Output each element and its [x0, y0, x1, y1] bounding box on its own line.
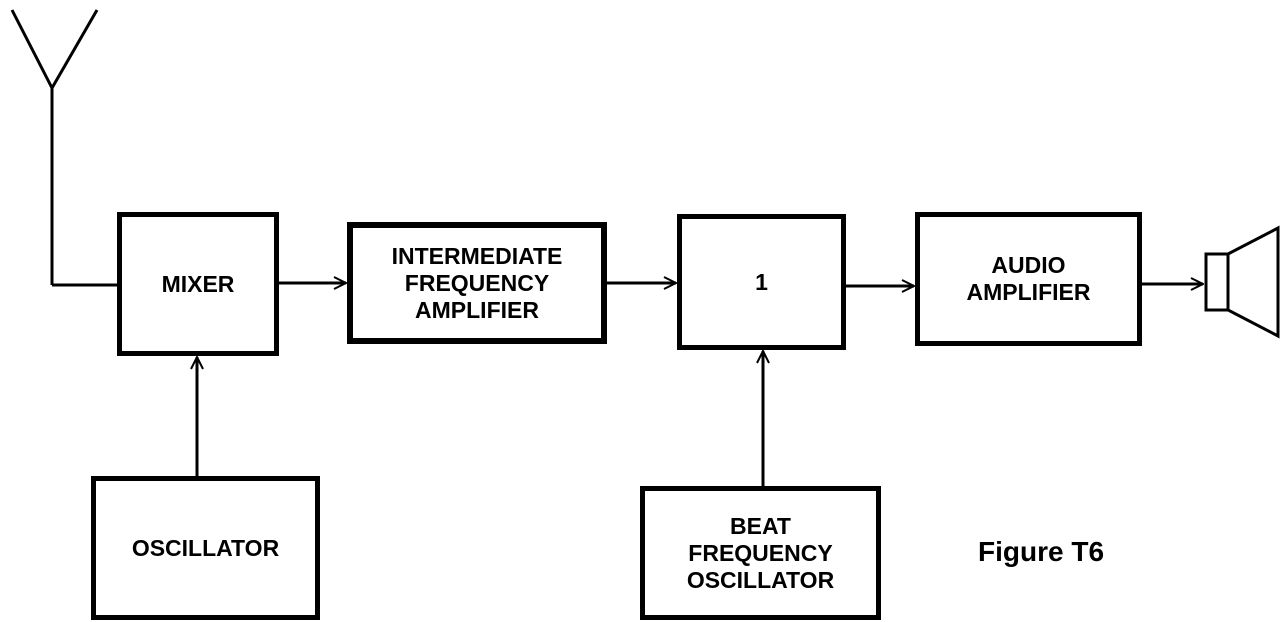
oscillator-block: OSCILLATOR — [91, 476, 320, 620]
audio-amplifier-block: AUDIO AMPLIFIER — [915, 212, 1142, 346]
mixer-block: MIXER — [117, 212, 279, 356]
antenna-icon — [10, 9, 99, 285]
beat-frequency-oscillator-block: BEAT FREQUENCY OSCILLATOR — [640, 486, 881, 620]
if-amplifier-block: INTERMEDIATE FREQUENCY AMPLIFIER — [347, 222, 607, 344]
speaker-icon — [1204, 225, 1280, 339]
block-1: 1 — [677, 214, 846, 350]
figure-caption: Figure T6 — [978, 536, 1105, 567]
